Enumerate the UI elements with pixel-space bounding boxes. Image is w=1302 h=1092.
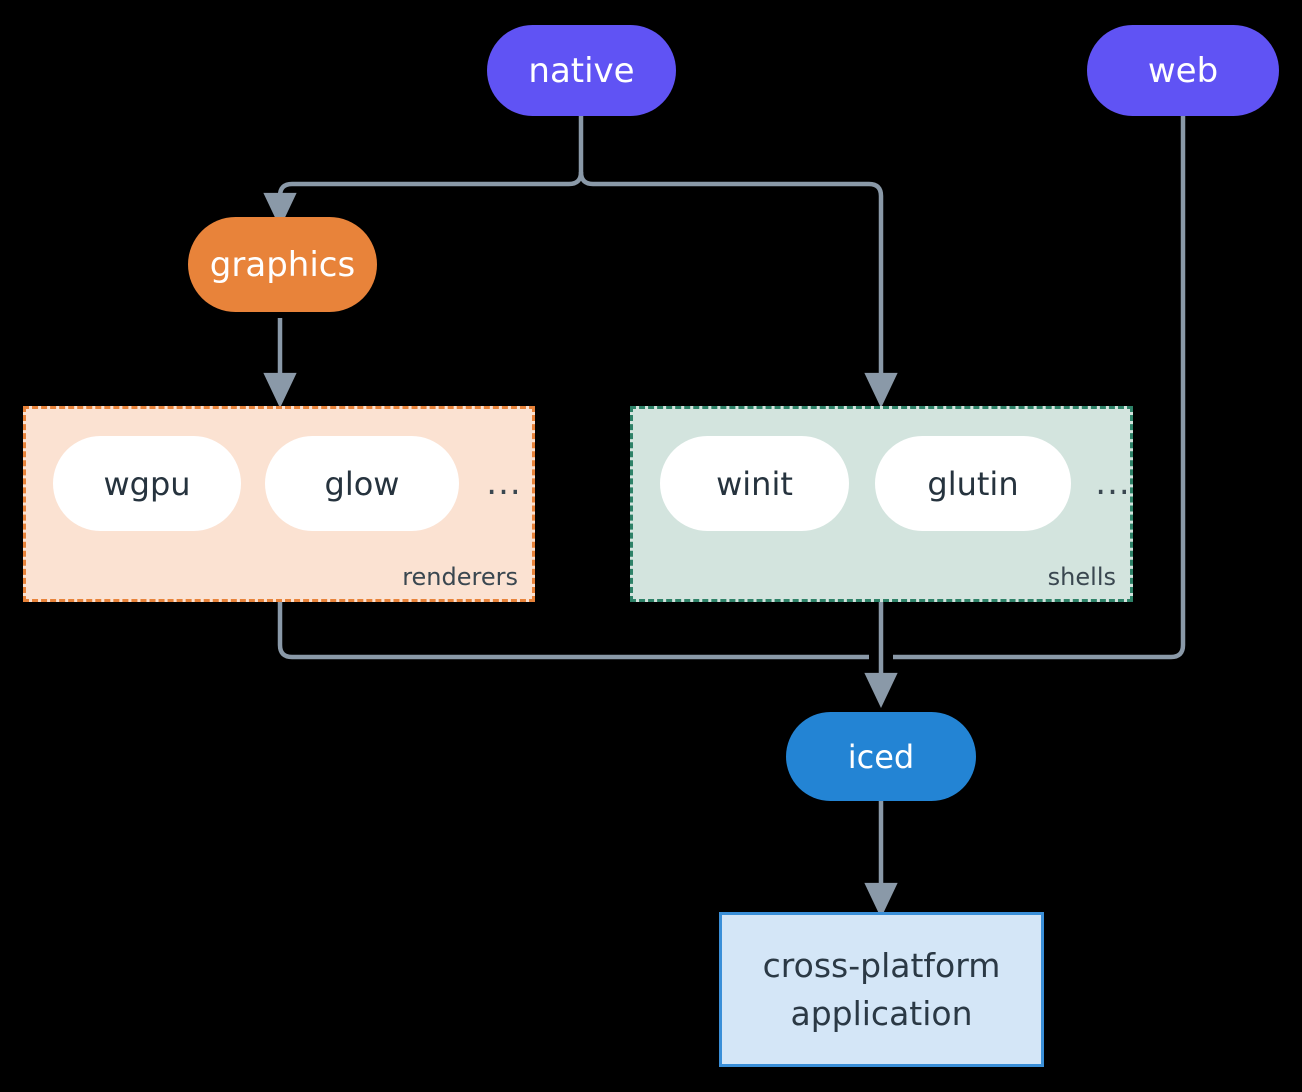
leaf-pill-wgpu-label: wgpu (103, 464, 191, 503)
node-web[interactable]: web (1087, 25, 1279, 116)
node-iced[interactable]: iced (786, 712, 976, 801)
group-renderers: wgpu glow ... renderers (23, 406, 535, 602)
leaf-pill-winit[interactable]: winit (660, 436, 849, 531)
edge-renderers-to-iced (277, 602, 869, 660)
node-graphics[interactable]: graphics (188, 217, 377, 312)
group-shells-label: shells (1047, 563, 1116, 591)
node-graphics-label: graphics (209, 244, 356, 285)
leaf-pill-glow-label: glow (324, 464, 400, 503)
shells-more-ellipsis: ... (1088, 462, 1138, 504)
node-native-label: native (528, 50, 635, 91)
leaf-pill-glutin-label: glutin (927, 464, 1019, 503)
renderers-more-label: ... (486, 463, 522, 503)
renderers-more-ellipsis: ... (479, 462, 529, 504)
shells-more-label: ... (1095, 463, 1131, 503)
leaf-pill-glutin[interactable]: glutin (875, 436, 1071, 531)
edge-web-to-iced (893, 115, 1186, 660)
node-application-line2: application (790, 993, 973, 1033)
node-web-label: web (1147, 50, 1219, 91)
node-application[interactable]: cross-platform application (719, 912, 1044, 1067)
node-iced-label: iced (847, 737, 915, 776)
edge-native-to-shells (578, 171, 898, 409)
group-shells: winit glutin ... shells (630, 406, 1133, 602)
leaf-pill-wgpu[interactable]: wgpu (53, 436, 241, 531)
node-application-line1: cross-platform (762, 945, 1001, 985)
edge-native-to-graphics (263, 171, 584, 229)
node-native[interactable]: native (487, 25, 676, 116)
leaf-pill-winit-label: winit (716, 464, 793, 503)
leaf-pill-glow[interactable]: glow (265, 436, 459, 531)
group-renderers-label: renderers (402, 563, 518, 591)
